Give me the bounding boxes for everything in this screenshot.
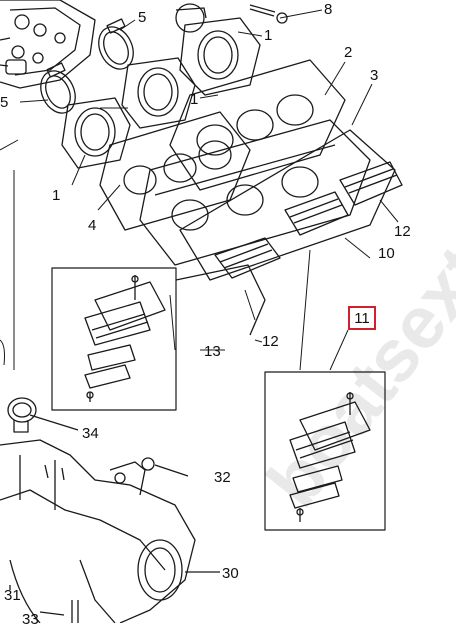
callout-32: 32: [214, 469, 231, 486]
callout-11-highlighted: 11: [348, 306, 376, 330]
callout-1-top: 1: [264, 27, 273, 44]
clamp-34: [8, 398, 78, 432]
callout-4: 4: [88, 217, 97, 234]
gasket-3: [180, 130, 395, 280]
detail-box-13: [52, 265, 265, 410]
flange-plate-mid: [122, 58, 195, 128]
callout-31: 31: [4, 587, 21, 604]
callout-33: 33: [22, 611, 39, 628]
air-intake-housing: [0, 440, 220, 623]
callout-3: 3: [370, 67, 379, 84]
callout-1-left: 1: [52, 187, 61, 204]
gasket-2: [170, 60, 345, 190]
reed-valve-left: [215, 238, 280, 278]
leader-lines: [20, 10, 398, 370]
intake-manifold: [140, 120, 370, 265]
callout-5-left: 5: [0, 94, 9, 111]
flange-plate-top: [180, 18, 260, 95]
reed-valve-right: [340, 162, 402, 205]
callout-1-mid: 1: [190, 91, 199, 108]
hose-clamp-top: [176, 4, 206, 32]
bolt-8: [250, 5, 287, 23]
hose-clamp-5a: [92, 19, 140, 75]
callout-34: 34: [82, 425, 99, 442]
callout-8: 8: [324, 1, 333, 18]
detail-box-11: [265, 372, 385, 530]
reed-valve-middle: [285, 192, 348, 235]
callout-13: 13: [204, 343, 221, 360]
flange-plate-left: [62, 98, 130, 168]
callout-30: 30: [222, 565, 239, 582]
callout-12-left: 12: [262, 333, 279, 350]
callout-5-top: 5: [138, 9, 147, 26]
edge-lines: [0, 140, 18, 370]
callout-12-right: 12: [394, 223, 411, 240]
callout-10: 10: [378, 245, 395, 262]
throttle-body-assembly: [0, 0, 95, 88]
callout-2: 2: [344, 44, 353, 61]
